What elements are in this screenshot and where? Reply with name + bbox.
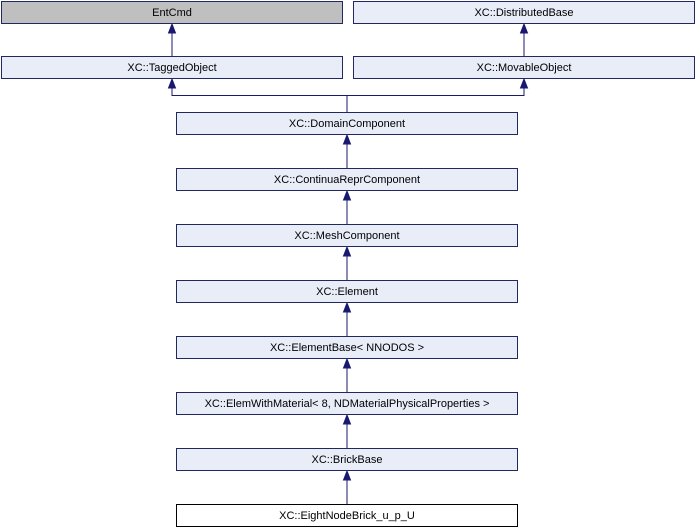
class-node-distributedbase[interactable]: XC::DistributedBase — [353, 1, 695, 24]
class-node-meshcomponent[interactable]: XC::MeshComponent — [176, 224, 518, 247]
class-label: XC::TaggedObject — [127, 62, 216, 74]
class-label: XC::EightNodeBrick_u_p_U — [279, 510, 415, 522]
class-box — [176, 280, 518, 303]
inheritance-arrowhead — [167, 77, 177, 89]
class-box — [176, 336, 518, 359]
class-box — [353, 1, 695, 24]
class-label: XC::MovableObject — [477, 62, 572, 74]
class-box — [353, 56, 695, 79]
inheritance-arrowhead — [342, 301, 352, 313]
class-node-elemwithmaterial[interactable]: XC::ElemWithMaterial< 8, NDMaterialPhysi… — [176, 392, 518, 415]
class-node-brickbase[interactable]: XC::BrickBase — [176, 448, 518, 471]
inheritance-arrowhead — [167, 22, 177, 34]
edges-layer — [167, 22, 529, 504]
class-box — [176, 392, 518, 415]
inheritance-arrowhead — [519, 77, 529, 89]
inheritance-arrowhead — [342, 357, 352, 369]
class-node-elementbase[interactable]: XC::ElementBase< NNODOS > — [176, 336, 518, 359]
class-node-taggedobject[interactable]: XC::TaggedObject — [1, 56, 343, 79]
class-label: EntCmd — [152, 7, 192, 19]
class-node-movableobject[interactable]: XC::MovableObject — [353, 56, 695, 79]
class-label: XC::DomainComponent — [289, 118, 405, 130]
class-label: XC::Element — [316, 286, 378, 298]
class-box — [176, 448, 518, 471]
class-label: XC::DistributedBase — [474, 7, 573, 19]
class-box — [176, 504, 518, 527]
class-box — [1, 1, 343, 24]
class-node-continuareprcomponent[interactable]: XC::ContinuaReprComponent — [176, 168, 518, 191]
class-box — [176, 112, 518, 135]
class-label: XC::MeshComponent — [294, 230, 399, 242]
class-box — [176, 224, 518, 247]
inheritance-edge — [346, 88, 525, 112]
inheritance-arrowhead — [342, 245, 352, 257]
inheritance-arrowhead — [342, 133, 352, 145]
inheritance-arrowhead — [519, 22, 529, 34]
class-node-domaincomponent[interactable]: XC::DomainComponent — [176, 112, 518, 135]
class-box — [176, 168, 518, 191]
class-label: XC::ContinuaReprComponent — [274, 174, 420, 186]
class-node-element[interactable]: XC::Element — [176, 280, 518, 303]
class-node-entcmd[interactable]: EntCmd — [1, 1, 343, 24]
class-label: XC::BrickBase — [312, 454, 383, 466]
inheritance-arrowhead — [342, 469, 352, 481]
class-node-eightnodebrick: XC::EightNodeBrick_u_p_U — [176, 504, 518, 527]
class-label: XC::ElementBase< NNODOS > — [270, 342, 424, 354]
inheritance-edge — [171, 88, 348, 112]
class-label: XC::ElemWithMaterial< 8, NDMaterialPhysi… — [205, 398, 490, 410]
inheritance-arrowhead — [342, 413, 352, 425]
class-box — [1, 56, 343, 79]
inheritance-arrowhead — [342, 189, 352, 201]
